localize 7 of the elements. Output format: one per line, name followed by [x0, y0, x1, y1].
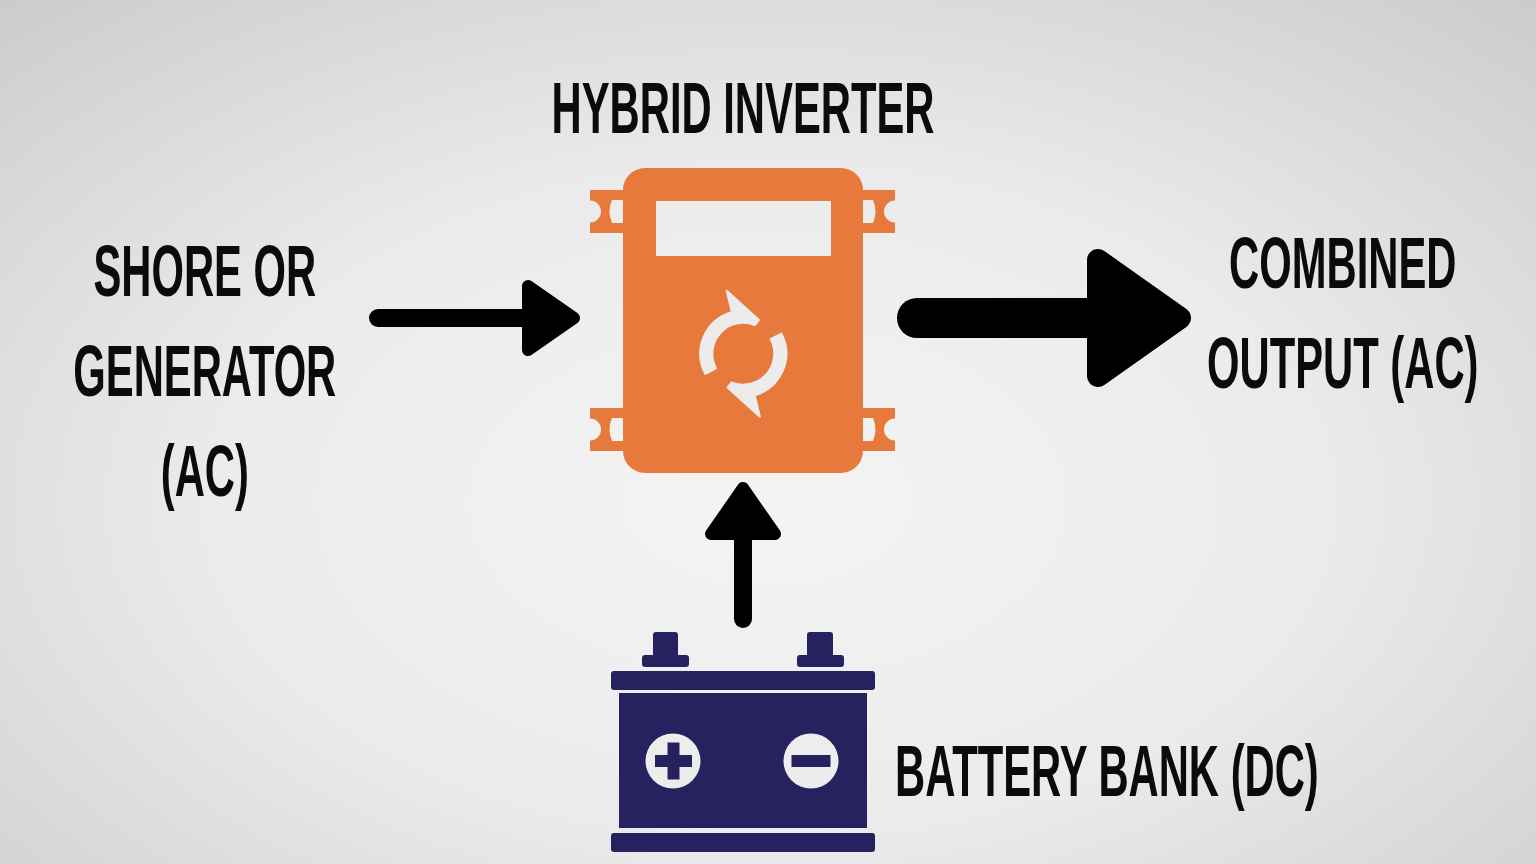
- node-label: COMBINED OUTPUT (AC): [1201, 213, 1485, 413]
- node-label: SHORE OR GENERATOR (AC): [63, 221, 347, 521]
- arrow: [897, 249, 1191, 387]
- arrow: [705, 482, 781, 628]
- node-label: BATTERY BANK (DC): [895, 730, 1319, 813]
- arrow: [369, 280, 580, 356]
- node-heading: HYBRID INVERTER: [551, 67, 934, 150]
